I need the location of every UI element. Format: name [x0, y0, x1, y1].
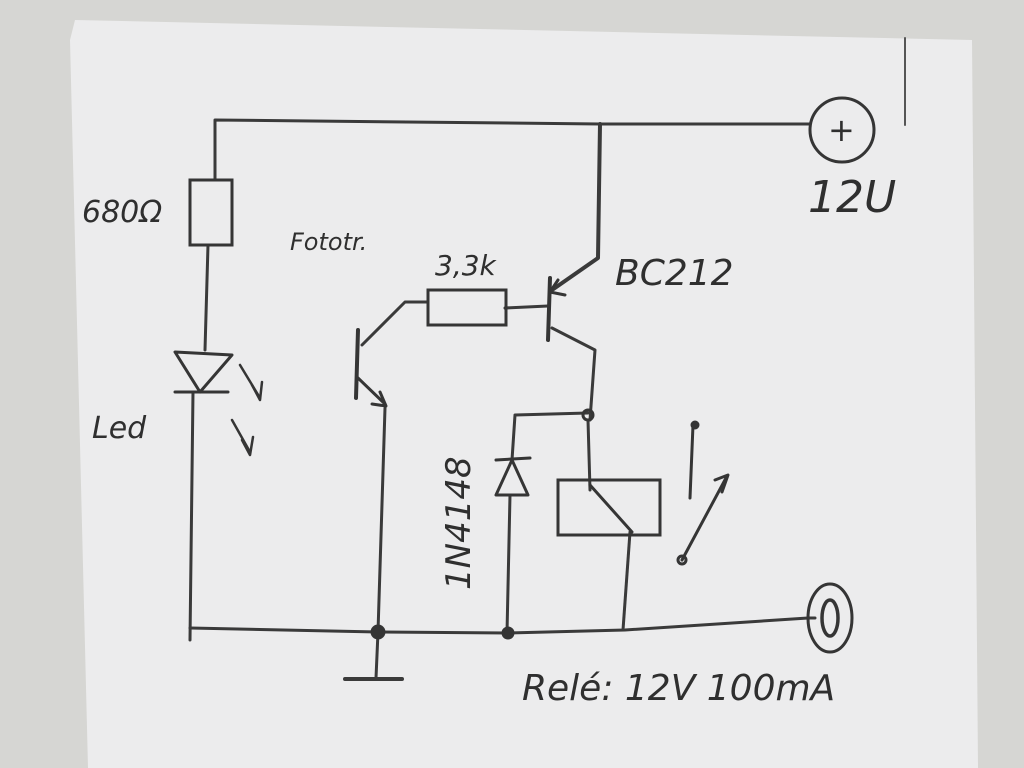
resistor-680	[188, 178, 234, 247]
transistor-base	[546, 276, 552, 342]
wires	[188, 118, 817, 681]
label-resistor-680: 680Ω	[82, 195, 162, 230]
transistor-arrow	[548, 278, 567, 297]
label-phototransistor: Fototr.	[290, 228, 367, 256]
paper-sheet	[70, 20, 978, 768]
relay-contact-lever	[680, 476, 728, 562]
relay-coil-diagonal	[588, 483, 634, 534]
led-ray-2	[230, 418, 252, 454]
label-transistor: BC212	[615, 253, 734, 294]
label-relay: Relé: 12V 100mA	[522, 668, 835, 709]
relay-contact-fixed	[688, 423, 695, 500]
junction-diode	[501, 626, 515, 640]
resistor-to-led-wire	[203, 243, 210, 352]
led-to-ground-wire	[188, 390, 195, 642]
components	[173, 96, 876, 654]
plus-terminal	[808, 96, 876, 164]
phototransistor-collector-wire	[360, 300, 430, 347]
led-ray-2-head	[240, 435, 255, 457]
relay-contact-dot-top	[690, 420, 700, 430]
label-diode: 1N4148	[439, 456, 479, 590]
relay-contact-arrow	[713, 473, 730, 494]
phototransistor-base	[354, 328, 360, 400]
top-rail-wire	[213, 118, 812, 182]
resistor-to-base-wire	[503, 304, 550, 310]
transistor-emitter-wire	[550, 122, 602, 292]
junction-relay	[581, 408, 595, 422]
phototransistor-emitter-wire	[376, 406, 387, 634]
ground-stub-wire	[374, 630, 380, 680]
label-plus-symbol: +	[828, 111, 855, 149]
resistor-3k3	[426, 288, 508, 327]
label-resistor-3k3: 3,3k	[435, 249, 498, 282]
led-triangle	[173, 350, 234, 394]
relay-contact-pivot	[676, 554, 688, 566]
diode-bottom-wire	[505, 493, 512, 635]
phototransistor-arrow	[370, 390, 388, 408]
diode-triangle	[494, 458, 530, 497]
relay-coil	[556, 478, 662, 537]
label-led: Led	[92, 411, 147, 446]
zero-terminal	[806, 582, 854, 654]
transistor-collector-wire	[550, 326, 597, 422]
phototransistor-emitter	[356, 376, 387, 406]
zero-terminal-inner	[820, 598, 840, 638]
junction-ground	[370, 624, 386, 640]
relay-bottom-wire	[621, 530, 632, 632]
label-supply-voltage: 12U	[808, 172, 896, 223]
relay-top-wire	[586, 418, 592, 492]
led-ray-1-head	[250, 380, 264, 402]
diode-top-wire	[510, 411, 590, 462]
